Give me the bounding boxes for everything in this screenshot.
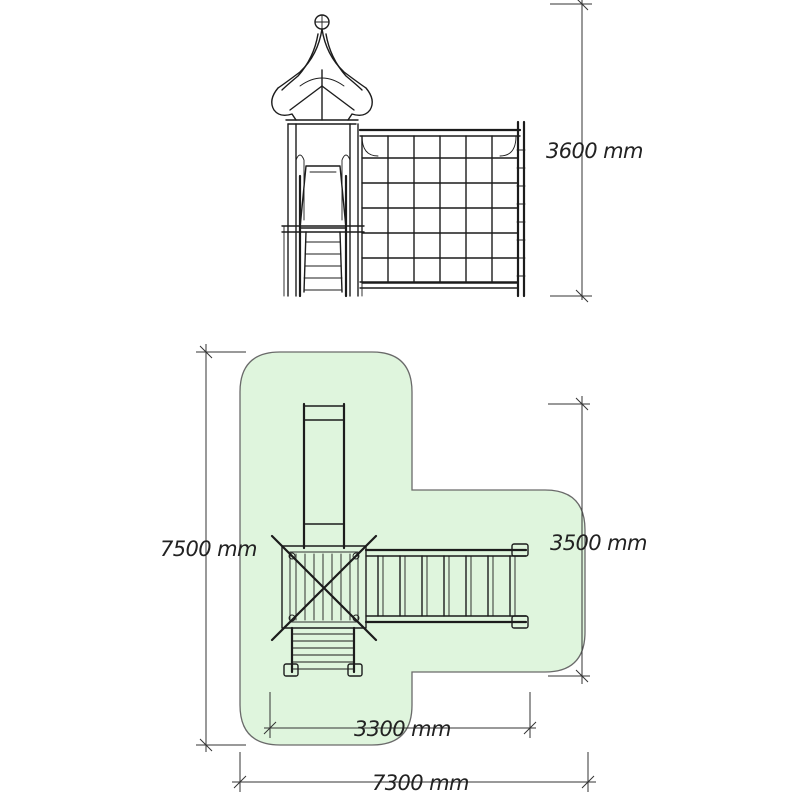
climbing-net-grid bbox=[358, 120, 526, 298]
monkey-bars-plan bbox=[364, 543, 529, 629]
tower-roof bbox=[271, 14, 373, 125]
height-dimension: 3600 mm bbox=[546, 0, 644, 303]
overall-width-dimension: 7300 mm bbox=[232, 752, 596, 795]
plan-view: 7500 mm 3500 mm 3300 mm 7300 bbox=[160, 344, 648, 795]
safety-zone bbox=[239, 351, 586, 746]
height-dimension-label: 3600 mm bbox=[546, 139, 643, 163]
equipment-width-dimension: 3300 mm bbox=[263, 692, 537, 741]
slide-plan bbox=[302, 402, 346, 550]
tower-frame bbox=[281, 123, 365, 297]
elevation-view: 3600 mm bbox=[271, 0, 644, 303]
equipment-width-label: 3300 mm bbox=[354, 717, 451, 741]
slide-elevation bbox=[298, 165, 348, 298]
overall-depth-dimension: 7500 mm bbox=[160, 344, 258, 752]
ladder-plan bbox=[283, 626, 363, 677]
overall-width-label: 7300 mm bbox=[372, 771, 469, 795]
wing-depth-label: 3500 mm bbox=[550, 531, 647, 555]
ladder-elevation bbox=[303, 231, 343, 293]
overall-depth-label: 7500 mm bbox=[160, 537, 257, 561]
wing-depth-dimension: 3500 mm bbox=[548, 396, 648, 684]
tower-platform bbox=[270, 534, 378, 642]
